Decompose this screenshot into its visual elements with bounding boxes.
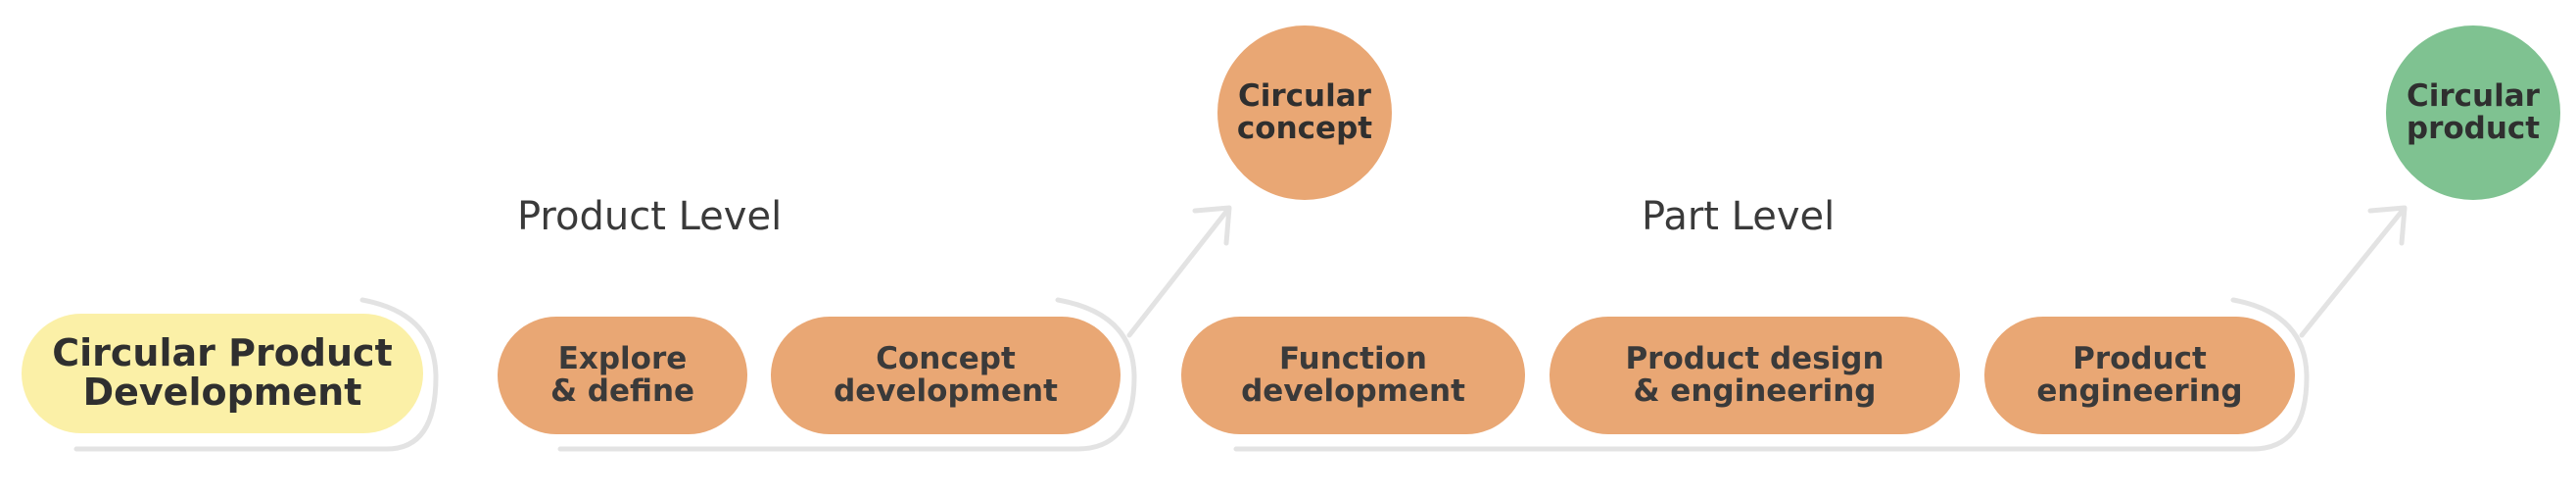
step-label: Concept development	[834, 341, 1058, 409]
outcome-circular-product: Circular product	[2386, 25, 2560, 200]
part-level-arrow	[2299, 205, 2408, 338]
step-label: Product design & engineering	[1625, 341, 1884, 409]
product-level-arrow	[1126, 205, 1232, 338]
step-explore-define: Explore & define	[498, 317, 747, 434]
outcome-circular-concept: Circular concept	[1217, 25, 1392, 200]
step-label: Product engineering	[2036, 341, 2243, 409]
group-label-product-level: Product Level	[517, 194, 783, 239]
step-label: Function development	[1241, 341, 1465, 409]
step-product-design-engineering: Product design & engineering	[1550, 317, 1960, 434]
start-underline	[73, 297, 439, 452]
step-function-development: Function development	[1181, 317, 1525, 434]
step-concept-development: Concept development	[771, 317, 1121, 434]
part-level-underline	[1233, 297, 2310, 452]
outcome-label: Circular concept	[1236, 78, 1373, 146]
step-label: Explore & define	[549, 341, 695, 409]
product-level-underline	[557, 297, 1137, 452]
start-node: Circular Product Development	[22, 314, 423, 433]
start-node-label: Circular Product Development	[52, 331, 393, 414]
outcome-label: Circular product	[2406, 78, 2541, 146]
step-product-engineering: Product engineering	[1984, 317, 2295, 434]
group-label-part-level: Part Level	[1642, 194, 1836, 239]
